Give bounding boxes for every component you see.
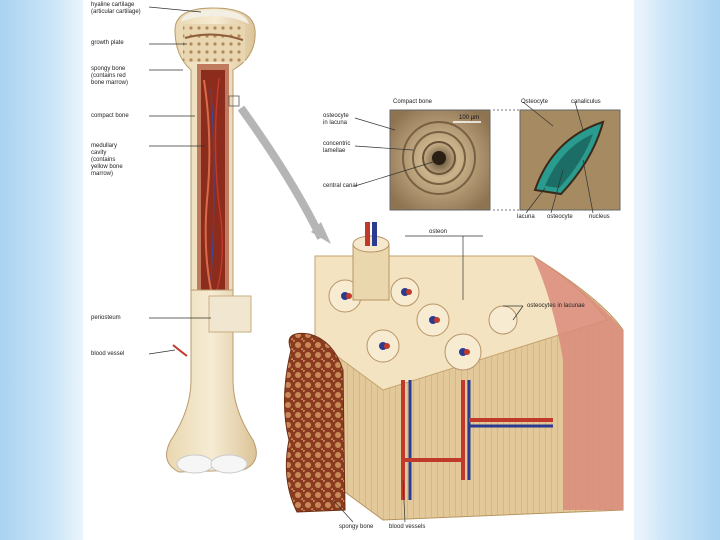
- bone-block: [284, 222, 624, 521]
- leader-lines: [148, 6, 594, 523]
- label-nucleus: nucleus: [589, 214, 610, 220]
- label-periosteum: periosteum: [91, 315, 121, 321]
- label-osteocyte-in-lacuna: osteocyte in lacuna: [323, 113, 349, 126]
- label-compact-bone-title: Compact bone: [393, 99, 433, 105]
- label-osteocytes-in-lacunae: osteocytes in lacunae: [527, 303, 585, 309]
- label-medullary-cavity: medullary cavity (contains yellow bone m…: [91, 143, 123, 177]
- label-central-canal: central canal: [323, 183, 358, 189]
- long-bone: [166, 7, 257, 474]
- bone-diagram-art: [148, 6, 624, 523]
- osteocyte-micrograph: [519, 109, 621, 211]
- label-lacuna: lacuna: [517, 214, 535, 220]
- label-canaliculus: canaliculus: [571, 99, 601, 105]
- zoom-arrow: [237, 105, 325, 240]
- label-spongy-bone: spongy bone (contains red bone marrow): [91, 66, 129, 86]
- label-scale-bar: 100 µm: [459, 115, 480, 121]
- label-growth-plate: growth plate: [91, 40, 124, 46]
- label-osteon: osteon: [429, 229, 448, 235]
- label-osteocyte-title: Osteocyte: [521, 99, 549, 105]
- label-blood-vessels: blood vessels: [389, 524, 426, 530]
- slide: hyaline cartilage (articular cartilage) …: [83, 0, 634, 540]
- label-concentric-lamellae: concentric lamellae: [323, 141, 351, 154]
- label-blood-vessel: blood vessel: [91, 351, 125, 357]
- label-osteocyte: osteocyte: [547, 214, 573, 220]
- label-spongy-bone-block: spongy bone: [339, 524, 374, 530]
- label-hyaline-cartilage: hyaline cartilage (articular cartilage): [91, 2, 141, 15]
- compact-bone-micrograph: [389, 109, 491, 211]
- label-compact-bone: compact bone: [91, 113, 129, 119]
